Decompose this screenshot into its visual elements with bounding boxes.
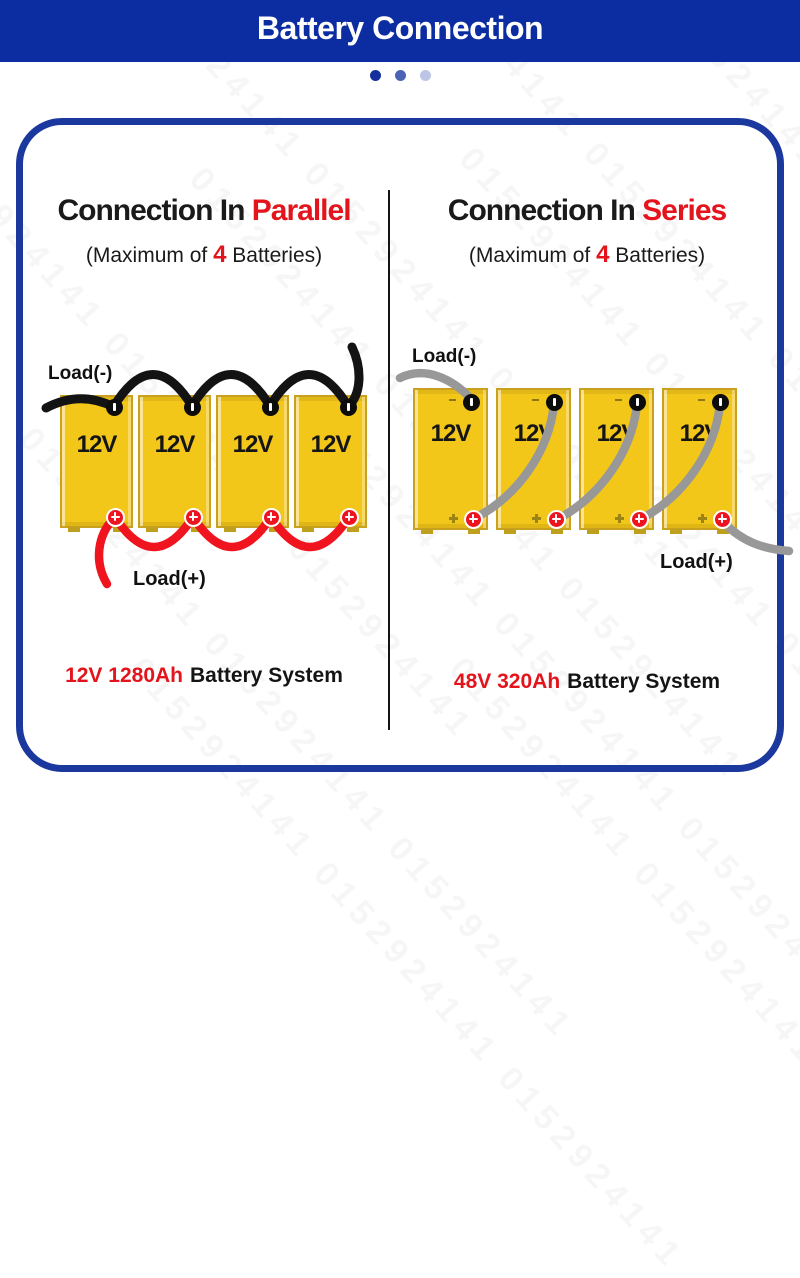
- parallel-subtitle-prefix: (Maximum of: [85, 244, 214, 267]
- series-load-negative-label: Load(-): [412, 346, 477, 367]
- battery-voltage-label: 12V: [596, 420, 638, 447]
- parallel-title-highlight: Parallel: [251, 194, 352, 227]
- header-bar: Battery Connection: [0, 0, 800, 62]
- positive-terminal-icon: [546, 509, 566, 529]
- negative-terminal-icon: [261, 398, 279, 416]
- series-title-text: Connection In: [447, 194, 643, 227]
- series-battery-4: 12V: [662, 388, 737, 534]
- positive-terminal-icon: [339, 507, 359, 527]
- parallel-subtitle-suffix: Batteries): [226, 244, 323, 267]
- battery-voltage-label: 12V: [310, 431, 352, 458]
- negative-terminal-icon: [711, 393, 729, 411]
- carousel-dot[interactable]: [419, 70, 431, 81]
- negative-terminal-icon: [628, 393, 646, 411]
- series-system-caption: 48V 320Ah Battery System: [404, 670, 770, 694]
- positive-terminal-icon: [463, 509, 483, 529]
- printed-minus-icon: [615, 399, 622, 402]
- parallel-battery-1: 12V: [60, 395, 133, 532]
- printed-minus-icon: [698, 399, 705, 402]
- parallel-battery-4: 12V: [294, 395, 367, 532]
- page-title: Battery Connection: [256, 9, 544, 46]
- negative-terminal-icon: [105, 398, 123, 416]
- series-subtitle-prefix: (Maximum of: [468, 244, 597, 267]
- printed-plus-icon: [532, 514, 541, 523]
- battery-connection-page: { "header": { "title": "Battery Connecti…: [0, 0, 800, 772]
- printed-plus-icon: [449, 514, 458, 523]
- battery-voltage-label: 12V: [679, 420, 721, 447]
- battery-voltage-label: 12V: [154, 431, 196, 458]
- series-battery-3: 12V: [579, 388, 654, 534]
- parallel-load-positive-label: Load(+): [133, 568, 206, 590]
- parallel-subtitle-count: 4: [213, 241, 227, 268]
- parallel-battery-3: 12V: [216, 395, 289, 532]
- parallel-system-caption: 12V 1280Ah Battery System: [28, 664, 380, 688]
- parallel-caption-spec: 12V 1280Ah: [65, 664, 183, 687]
- positive-terminal-icon: [261, 507, 281, 527]
- battery-voltage-label: 12V: [76, 431, 118, 458]
- parallel-title-text: Connection In: [57, 194, 252, 227]
- series-battery-1: 12V: [413, 388, 488, 534]
- positive-terminal-icon: [629, 509, 649, 529]
- printed-minus-icon: [532, 399, 539, 402]
- series-section-subtitle: (Maximum of 4 Batteries): [404, 241, 770, 269]
- printed-minus-icon: [449, 399, 456, 402]
- positive-terminal-icon: [105, 507, 125, 527]
- carousel-dots: [0, 70, 800, 81]
- series-title-highlight: Series: [642, 194, 727, 227]
- battery-voltage-label: 12V: [232, 431, 274, 458]
- negative-terminal-icon: [545, 393, 563, 411]
- battery-voltage-label: 12V: [513, 420, 555, 447]
- negative-terminal-icon: [183, 398, 201, 416]
- printed-plus-icon: [698, 514, 707, 523]
- series-section-title: Connection In Series: [404, 194, 770, 228]
- carousel-dot[interactable]: [394, 70, 406, 81]
- series-subtitle-suffix: Batteries): [609, 244, 706, 267]
- diagram-panel: [16, 118, 784, 772]
- negative-terminal-icon: [339, 398, 357, 416]
- series-subtitle-count: 4: [596, 241, 610, 268]
- battery-voltage-label: 12V: [430, 420, 472, 447]
- carousel-dot-active[interactable]: [369, 70, 381, 81]
- positive-terminal-icon: [183, 507, 203, 527]
- parallel-section-title: Connection In Parallel: [28, 194, 380, 228]
- series-battery-2: 12V: [496, 388, 571, 534]
- series-caption-spec: 48V 320Ah: [453, 670, 561, 693]
- parallel-section-subtitle: (Maximum of 4 Batteries): [28, 241, 380, 269]
- parallel-caption-text: Battery System: [190, 664, 343, 687]
- series-load-positive-label: Load(+): [660, 551, 733, 573]
- series-caption-text: Battery System: [567, 670, 721, 693]
- printed-plus-icon: [615, 514, 624, 523]
- parallel-battery-2: 12V: [138, 395, 211, 532]
- section-divider: [388, 190, 390, 730]
- negative-terminal-icon: [462, 393, 480, 411]
- positive-terminal-icon: [712, 509, 732, 529]
- parallel-load-negative-label: Load(-): [48, 363, 113, 384]
